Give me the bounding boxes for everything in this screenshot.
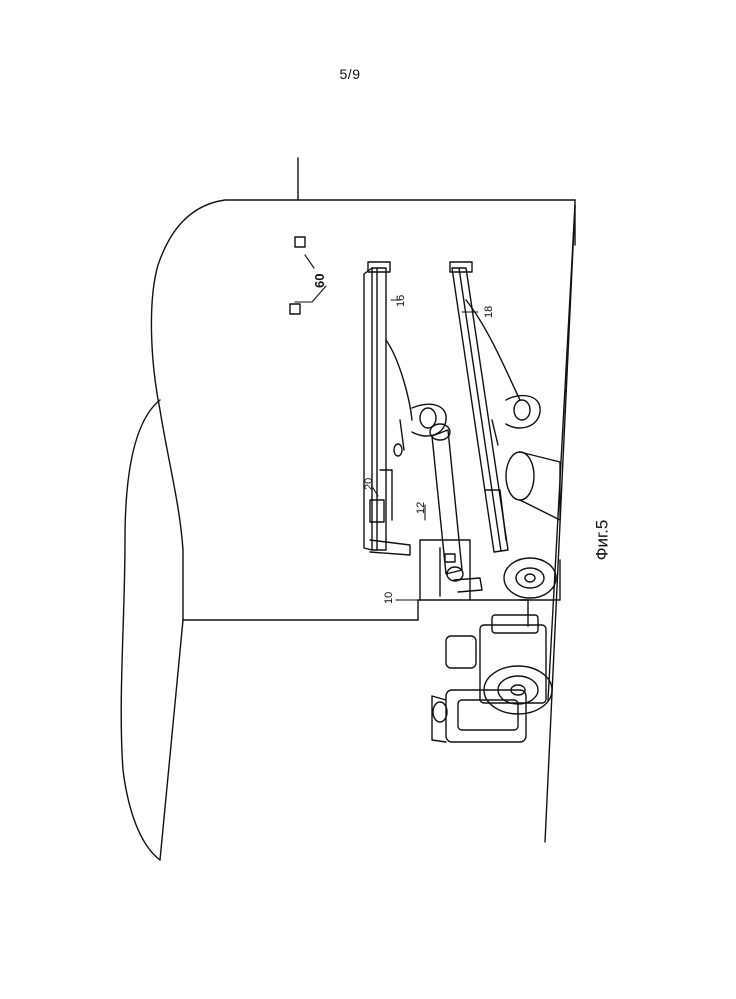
ref-numeral-16: 16 [395,295,407,307]
arm-12 [430,424,482,592]
building-outline [121,158,575,860]
ref-numeral-60: 60 [312,274,327,288]
figure-caption: Фиг.5 [592,520,612,561]
boom-18 [450,262,540,552]
ref-numeral-20: 20 [363,478,375,490]
ref-numeral-12: 12 [415,502,427,514]
vehicle-wheels [484,452,560,714]
ref-numeral-18: 18 [483,306,495,318]
vehicle-chassis [418,540,546,742]
ref-numeral-10: 10 [383,592,395,604]
